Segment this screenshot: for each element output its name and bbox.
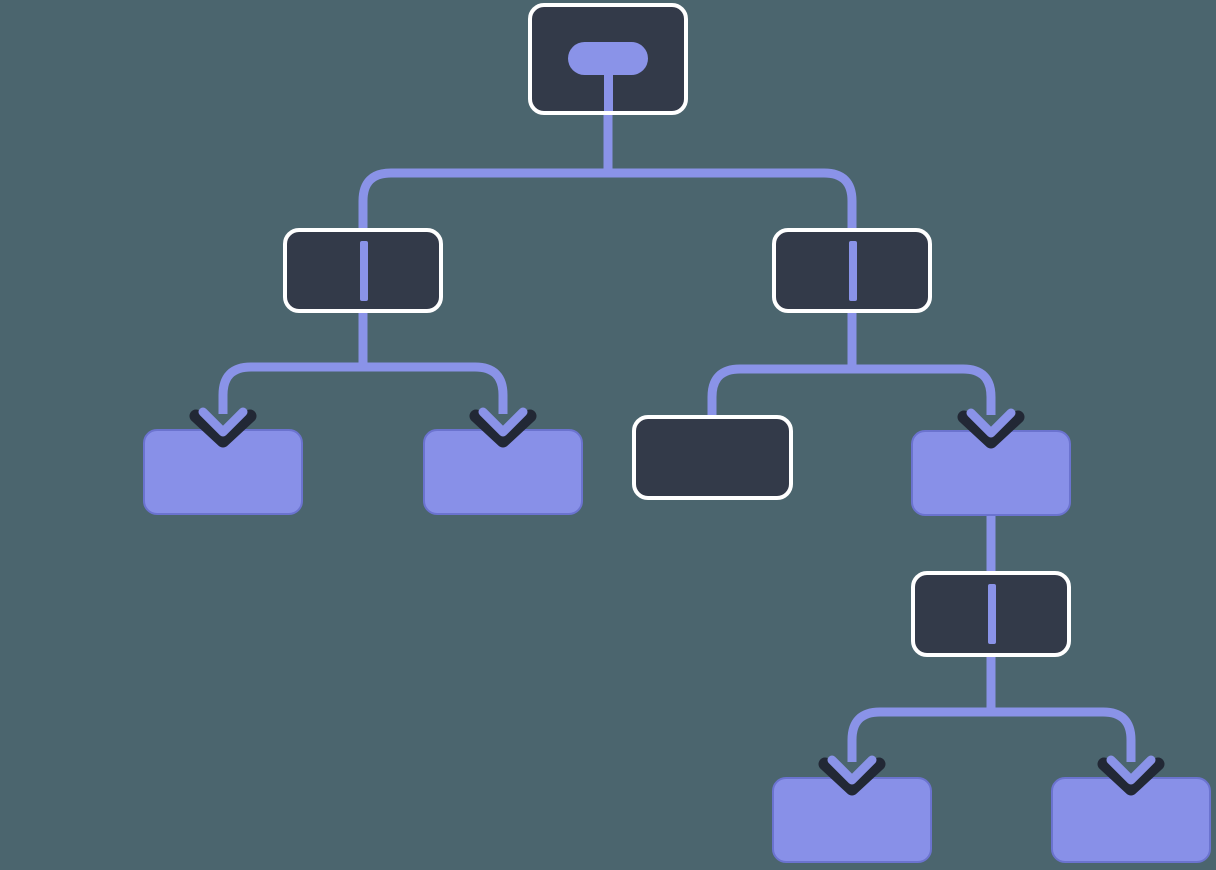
edge-branch-right-split [707,364,996,420]
tree-node-leaf-bottom-1[interactable] [772,777,932,863]
vertical-line-icon [359,241,368,301]
edge-branch-left-split [218,362,508,414]
vertical-line-icon [987,584,996,644]
edge-branch-lower-split [847,707,1136,762]
tree-node-root[interactable] [528,3,688,115]
tree-node-branch-left[interactable] [283,228,443,313]
tree-node-child-right-purple[interactable] [911,430,1071,516]
tree-node-leaf-left-1[interactable] [143,429,303,515]
tree-node-branch-right[interactable] [772,228,932,313]
tree-node-child-right-dark[interactable] [632,415,793,500]
edge-root-split [358,168,857,232]
vertical-line-icon [848,241,857,301]
tree-node-branch-lower[interactable] [911,571,1071,657]
pill-stem-icon [603,69,613,111]
tree-node-leaf-bottom-2[interactable] [1051,777,1211,863]
tree-node-leaf-left-2[interactable] [423,429,583,515]
